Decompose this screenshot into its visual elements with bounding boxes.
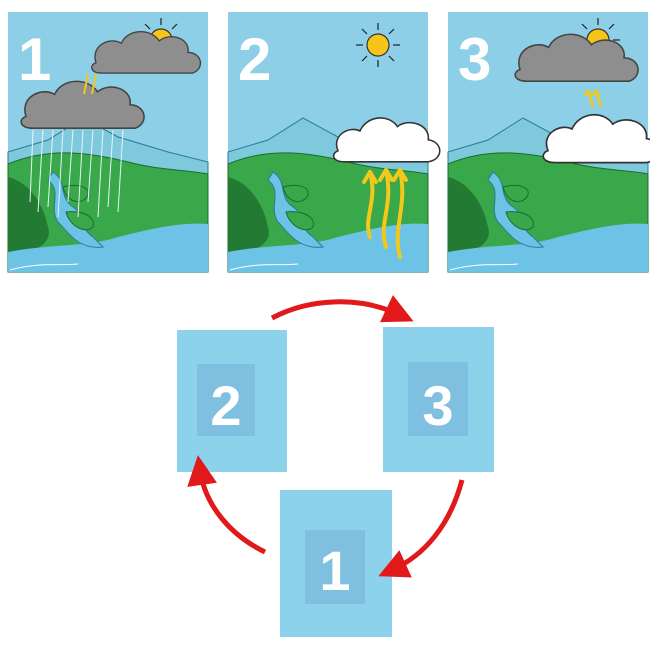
vapor-arrow-icon xyxy=(362,168,408,259)
panel-2-number: 2 xyxy=(238,26,271,93)
sun-icon xyxy=(355,22,401,68)
cycle-card-1-number: 1 xyxy=(319,539,350,602)
panel-3-condensation: 3 xyxy=(447,12,650,273)
cycle-card-1: 1 xyxy=(280,490,392,637)
cycle-card-2-number: 2 xyxy=(210,374,241,437)
cycle-card-3-number: 3 xyxy=(422,374,453,437)
cycle-card-3: 3 xyxy=(383,327,494,472)
cycle-arrow-icon xyxy=(378,479,465,578)
panel-3-number: 3 xyxy=(458,26,491,93)
panel-2-evaporation: 2 xyxy=(227,12,441,273)
panel-1-precipitation: 1 xyxy=(7,12,209,273)
vapor-arrow-icon xyxy=(583,89,603,108)
cycle-arrow-icon xyxy=(187,455,267,555)
panel-1-number: 1 xyxy=(18,26,51,93)
vapor-arrow-icon xyxy=(83,73,97,95)
cycle-arrow-icon xyxy=(270,295,414,323)
cycle-card-2: 2 xyxy=(177,330,287,472)
rain-streaks xyxy=(29,129,124,218)
